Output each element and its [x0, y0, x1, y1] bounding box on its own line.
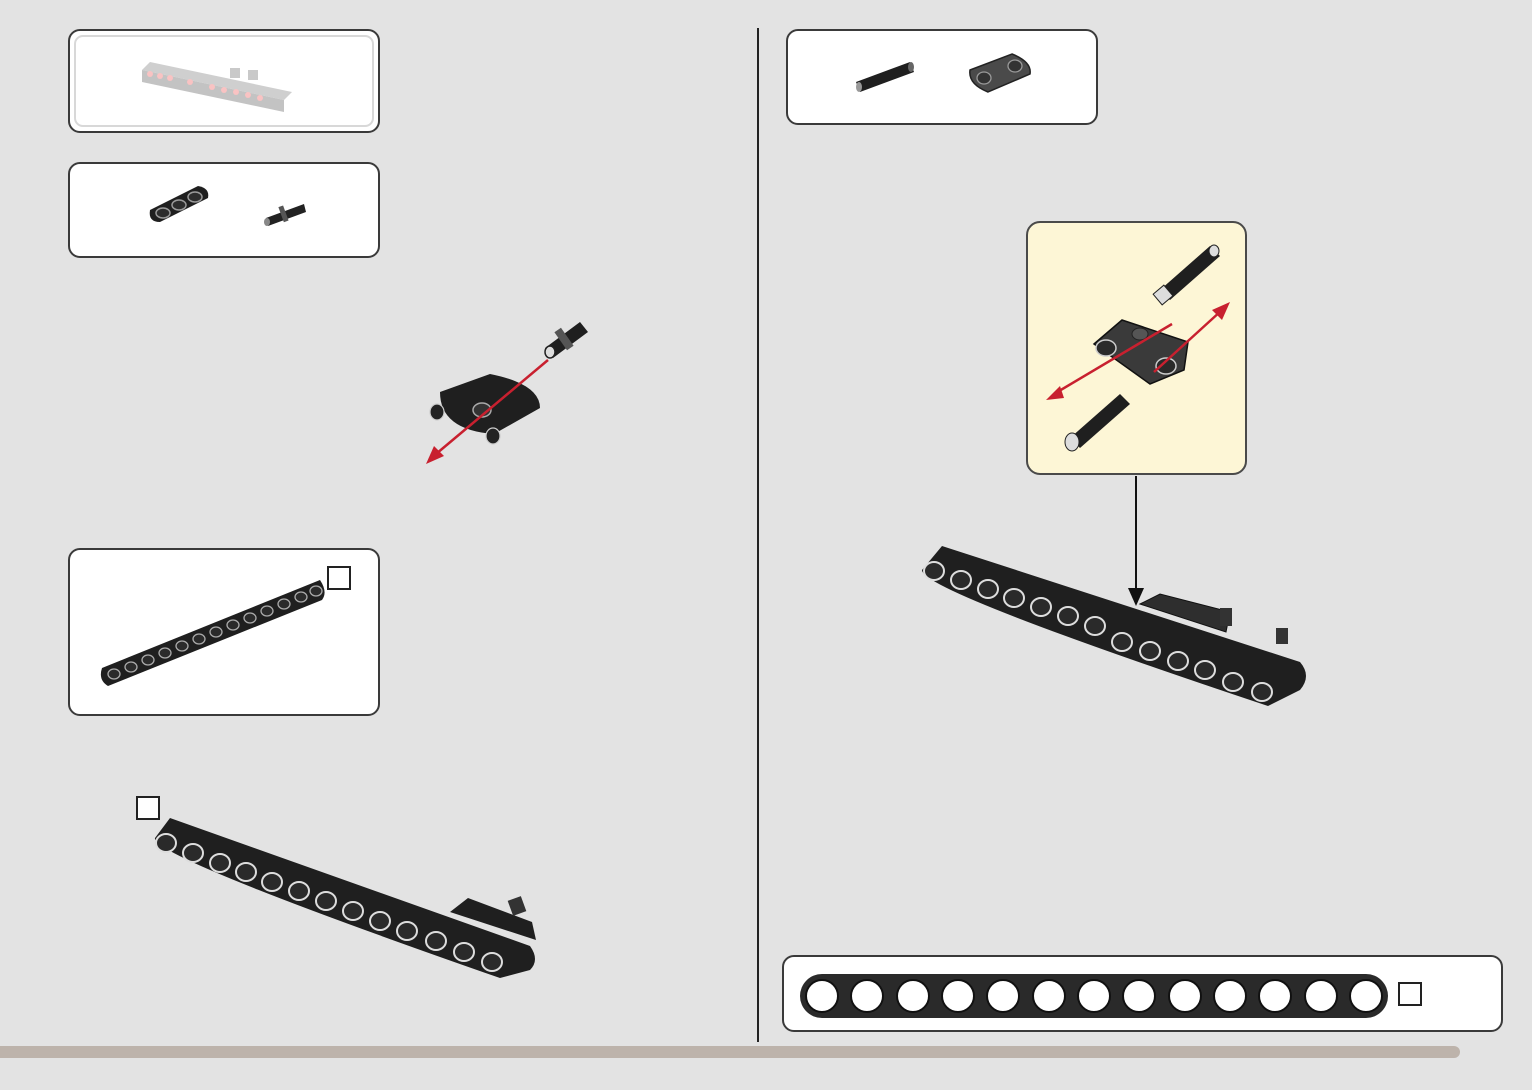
- beam-13-icon: [784, 957, 1505, 1034]
- footer-bar: [0, 1046, 1460, 1058]
- length-box: [1398, 982, 1422, 1006]
- beam-length-reference: [782, 955, 1503, 1032]
